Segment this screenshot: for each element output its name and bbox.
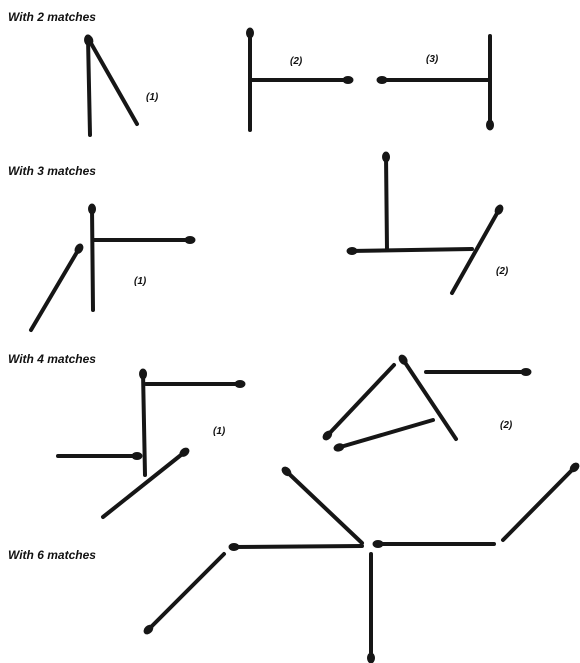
label-3-matches-fig1: (1) xyxy=(134,276,147,287)
match-6-upper-diagonal-stick xyxy=(283,468,364,545)
match-3b-vertical-stick xyxy=(384,153,389,252)
match-6-vertical-head xyxy=(367,652,375,663)
match-4b-horizontal xyxy=(424,368,532,376)
match-6-upper-diagonal-head xyxy=(281,466,292,477)
match-4b-diagonal-left-stick xyxy=(324,363,396,439)
match-4b-base xyxy=(333,418,435,452)
match-3b-horizontal-stick xyxy=(348,247,474,253)
match-3b-vertical-head xyxy=(382,151,391,163)
heading-6-matches: With 6 matches xyxy=(8,548,96,562)
match-4a-horizontal-left xyxy=(56,452,143,460)
match-3b-vertical xyxy=(382,151,391,252)
match-2a-diagonal-stick xyxy=(86,36,139,126)
match-6-left-horizontal-head xyxy=(228,542,240,551)
label-2-matches-fig2: (2) xyxy=(290,56,303,67)
match-6-left-diagonal-stick xyxy=(145,552,226,633)
label-3-matches-fig2: (2) xyxy=(496,266,509,277)
match-2b-horizontal-head xyxy=(342,76,354,84)
match-3a-diagonal xyxy=(29,243,84,332)
match-3a-horizontal xyxy=(92,236,196,244)
match-6-vertical xyxy=(367,552,375,663)
match-3b-horizontal-head xyxy=(346,246,358,255)
match-3a-vertical xyxy=(88,203,97,312)
match-6-right-diagonal-stick xyxy=(501,464,578,542)
match-4b-base-stick xyxy=(335,418,435,450)
match-4a-vertical-head xyxy=(139,368,148,380)
match-2b-vertical xyxy=(246,27,254,132)
match-2c-horizontal-head xyxy=(376,76,388,84)
match-6-right-horizontal xyxy=(372,540,496,548)
match-4b-diagonal-right-stick xyxy=(400,356,458,441)
match-6-right-horizontal-head xyxy=(372,540,384,548)
match-2b-horizontal xyxy=(250,76,354,84)
match-4b-diagonal-right xyxy=(398,354,458,441)
match-3a-vertical-stick xyxy=(90,205,95,312)
label-2-matches-fig1: (1) xyxy=(146,92,159,103)
heading-2-matches: With 2 matches xyxy=(8,10,96,24)
match-2a-vertical-stick xyxy=(86,36,92,137)
match-2c-horizontal xyxy=(376,76,490,84)
match-3a-diagonal-head xyxy=(74,243,84,254)
match-6-left-horizontal xyxy=(228,542,364,551)
match-4b-diagonal-left-head xyxy=(322,430,333,441)
match-3b-diagonal xyxy=(450,204,504,295)
match-3a-diagonal-stick xyxy=(29,245,82,332)
match-4a-diagonal-head xyxy=(179,447,190,457)
heading-4-matches: With 4 matches xyxy=(8,352,96,366)
match-4a-vertical-stick xyxy=(141,370,147,477)
match-6-left-horizontal-stick xyxy=(230,544,364,549)
label-2-matches-fig3: (3) xyxy=(426,54,439,65)
match-6-right-diagonal-head xyxy=(569,462,580,473)
match-2c-vertical-head xyxy=(486,119,494,131)
label-4-matches-fig1: (1) xyxy=(213,426,226,437)
match-4a-horizontal-top-head xyxy=(234,380,246,388)
match-3b-diagonal-head xyxy=(494,204,504,215)
match-2a-vertical xyxy=(84,34,93,137)
match-6-right-diagonal xyxy=(501,462,580,542)
match-4b-base-head xyxy=(333,443,345,452)
match-4a-horizontal-top xyxy=(144,380,246,388)
match-2c-vertical xyxy=(486,34,494,131)
match-4b-diagonal-left xyxy=(322,363,396,441)
match-3b-diagonal-stick xyxy=(450,206,502,295)
match-3a-vertical-head xyxy=(88,203,97,215)
match-6-left-diagonal-head xyxy=(143,624,154,635)
match-3a-horizontal-head xyxy=(184,236,196,244)
match-6-left-diagonal xyxy=(143,552,226,635)
label-4-matches-fig2: (2) xyxy=(500,420,513,431)
match-4a-horizontal-left-head xyxy=(131,452,143,460)
match-4a-diagonal-stick xyxy=(101,449,188,519)
match-3b-horizontal xyxy=(346,246,474,255)
match-4a-diagonal xyxy=(101,447,190,519)
match-4a-vertical xyxy=(139,368,148,477)
match-6-upper-diagonal xyxy=(281,466,364,545)
match-2a-diagonal xyxy=(84,34,139,126)
match-2b-vertical-head xyxy=(246,27,254,39)
match-4b-horizontal-head xyxy=(520,368,532,376)
match-4b-diagonal-right-head xyxy=(398,354,408,365)
heading-3-matches: With 3 matches xyxy=(8,164,96,178)
match-2a-diagonal-head xyxy=(84,34,94,45)
